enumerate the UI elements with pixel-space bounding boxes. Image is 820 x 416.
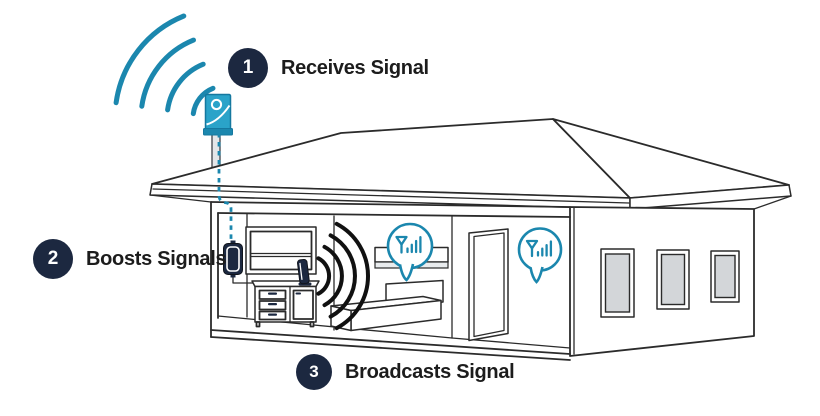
incoming-signal-waves-icon: [113, 13, 216, 117]
step-1-label: Receives Signal: [281, 56, 429, 79]
broadcast-waves-icon: [316, 221, 371, 331]
cellular-signal-bubble-icon: [517, 227, 563, 284]
step-3-broadcasts-signal: 3 Broadcasts Signal: [296, 354, 515, 390]
step-3-label: Broadcasts Signal: [345, 360, 515, 383]
step-2-label: Boosts Signals: [86, 247, 227, 270]
living-room: [223, 226, 320, 328]
cutaway-structure: [210, 201, 571, 361]
step-1-receives-signal: 1 Receives Signal: [228, 48, 429, 88]
step-1-badge: 1: [228, 48, 268, 88]
window-1: [600, 248, 635, 318]
step-2-badge: 2: [33, 239, 73, 279]
right-exterior-wall: [569, 206, 755, 357]
roof: [149, 118, 792, 210]
indoor-antenna-icon: [297, 258, 312, 286]
outdoor-antenna-icon: [203, 93, 233, 136]
step-1-number: 1: [242, 57, 254, 78]
step-2-boosts-signals: 2 Boosts Signals: [33, 239, 227, 279]
antenna-feed-cable: [217, 133, 233, 243]
step-3-number: 3: [309, 362, 319, 381]
step-3-badge: 3: [296, 354, 332, 390]
doorway: [468, 228, 509, 342]
signal-booster-icon: [223, 240, 243, 278]
window-2: [656, 249, 690, 310]
window-3: [710, 250, 740, 303]
tv-stand-dresser: [251, 280, 320, 328]
wall-window: [245, 226, 317, 275]
step-2-number: 2: [47, 248, 59, 269]
cellular-signal-bubble-icon: [386, 222, 434, 282]
